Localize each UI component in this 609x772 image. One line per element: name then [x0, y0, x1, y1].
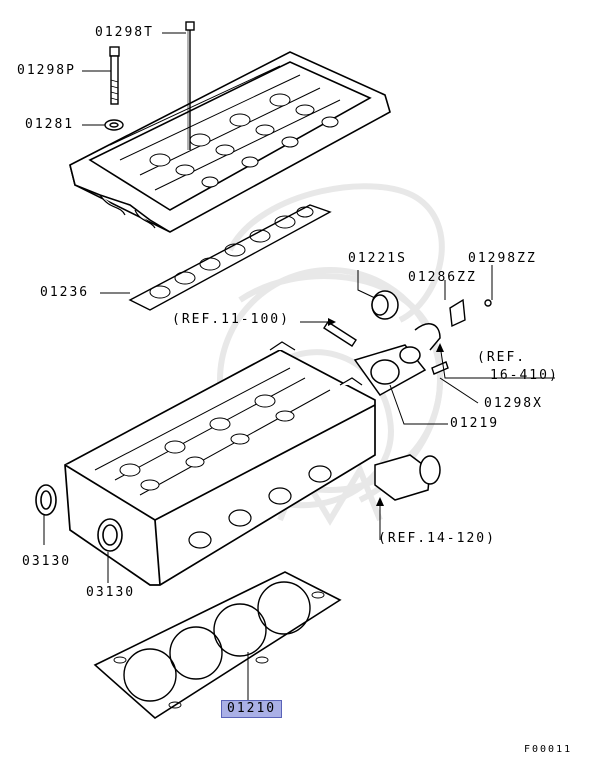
label-01221S[interactable]: 01221S	[348, 251, 407, 266]
label-01298ZZ[interactable]: 01298ZZ	[468, 251, 537, 266]
head-gasket-01210[interactable]	[93, 571, 342, 719]
oil-seal-03130-left[interactable]	[35, 484, 57, 516]
label-01219[interactable]: 01219	[450, 416, 500, 431]
label-01210-highlighted[interactable]: 01210	[221, 700, 283, 718]
label-ref-16-410-line2[interactable]: 16-410)	[490, 368, 559, 383]
label-01298T[interactable]: 01298T	[95, 25, 154, 40]
arrowheads	[328, 318, 444, 506]
bolt-01298X[interactable]	[431, 361, 449, 375]
water-outlet-ref-14-120[interactable]	[374, 454, 441, 501]
cylinder-head[interactable]	[64, 341, 376, 586]
housing-01219[interactable]	[353, 323, 441, 396]
bolt-01298T[interactable]	[185, 21, 195, 150]
oil-seal-03130-right[interactable]	[97, 518, 123, 552]
label-ref-11-100[interactable]: (REF.11-100)	[172, 312, 290, 327]
sensor-bracket-01286ZZ[interactable]	[449, 298, 492, 328]
label-ref-16-410-line1[interactable]: (REF.	[477, 350, 527, 365]
label-01298P[interactable]: 01298P	[17, 63, 76, 78]
valve-cover[interactable]	[69, 51, 391, 233]
label-01298X[interactable]: 01298X	[484, 396, 543, 411]
plug-01221S[interactable]	[371, 290, 399, 320]
cover-gasket-01236[interactable]	[128, 204, 332, 311]
label-03130-left[interactable]: 03130	[22, 554, 72, 569]
leader-lines	[43, 32, 555, 700]
label-ref-14-120[interactable]: (REF.14-120)	[378, 531, 496, 546]
hose-ref-11-100[interactable]	[323, 321, 357, 347]
label-01281[interactable]: 01281	[25, 117, 75, 132]
label-01236[interactable]: 01236	[40, 285, 90, 300]
washer-01281[interactable]	[104, 119, 124, 131]
label-03130-right[interactable]: 03130	[86, 585, 136, 600]
figure-code: F00011	[524, 744, 573, 755]
bolt-01298P[interactable]	[109, 46, 120, 105]
label-01286ZZ[interactable]: 01286ZZ	[408, 270, 477, 285]
